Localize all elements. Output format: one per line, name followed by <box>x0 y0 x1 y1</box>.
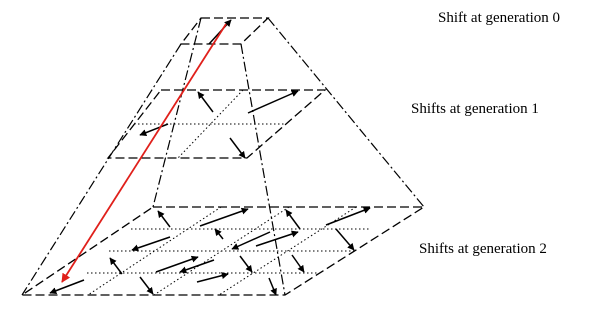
generation-1-label: Shifts at generation 1 <box>411 101 539 117</box>
shift-arrows-gen2 <box>49 207 371 296</box>
generation-2-label: Shifts at generation 2 <box>419 241 547 257</box>
generation-0-label: Shift at generation 0 <box>438 10 561 26</box>
pyramid-edges <box>21 17 425 296</box>
total-shift-red-arrow <box>61 23 227 283</box>
shift-arrows-gen1 <box>139 90 299 159</box>
generation-0-plane <box>179 17 270 45</box>
generation-1-plane <box>106 89 327 159</box>
generation-2-grid <box>87 206 369 296</box>
generation-1-grid <box>134 89 286 159</box>
